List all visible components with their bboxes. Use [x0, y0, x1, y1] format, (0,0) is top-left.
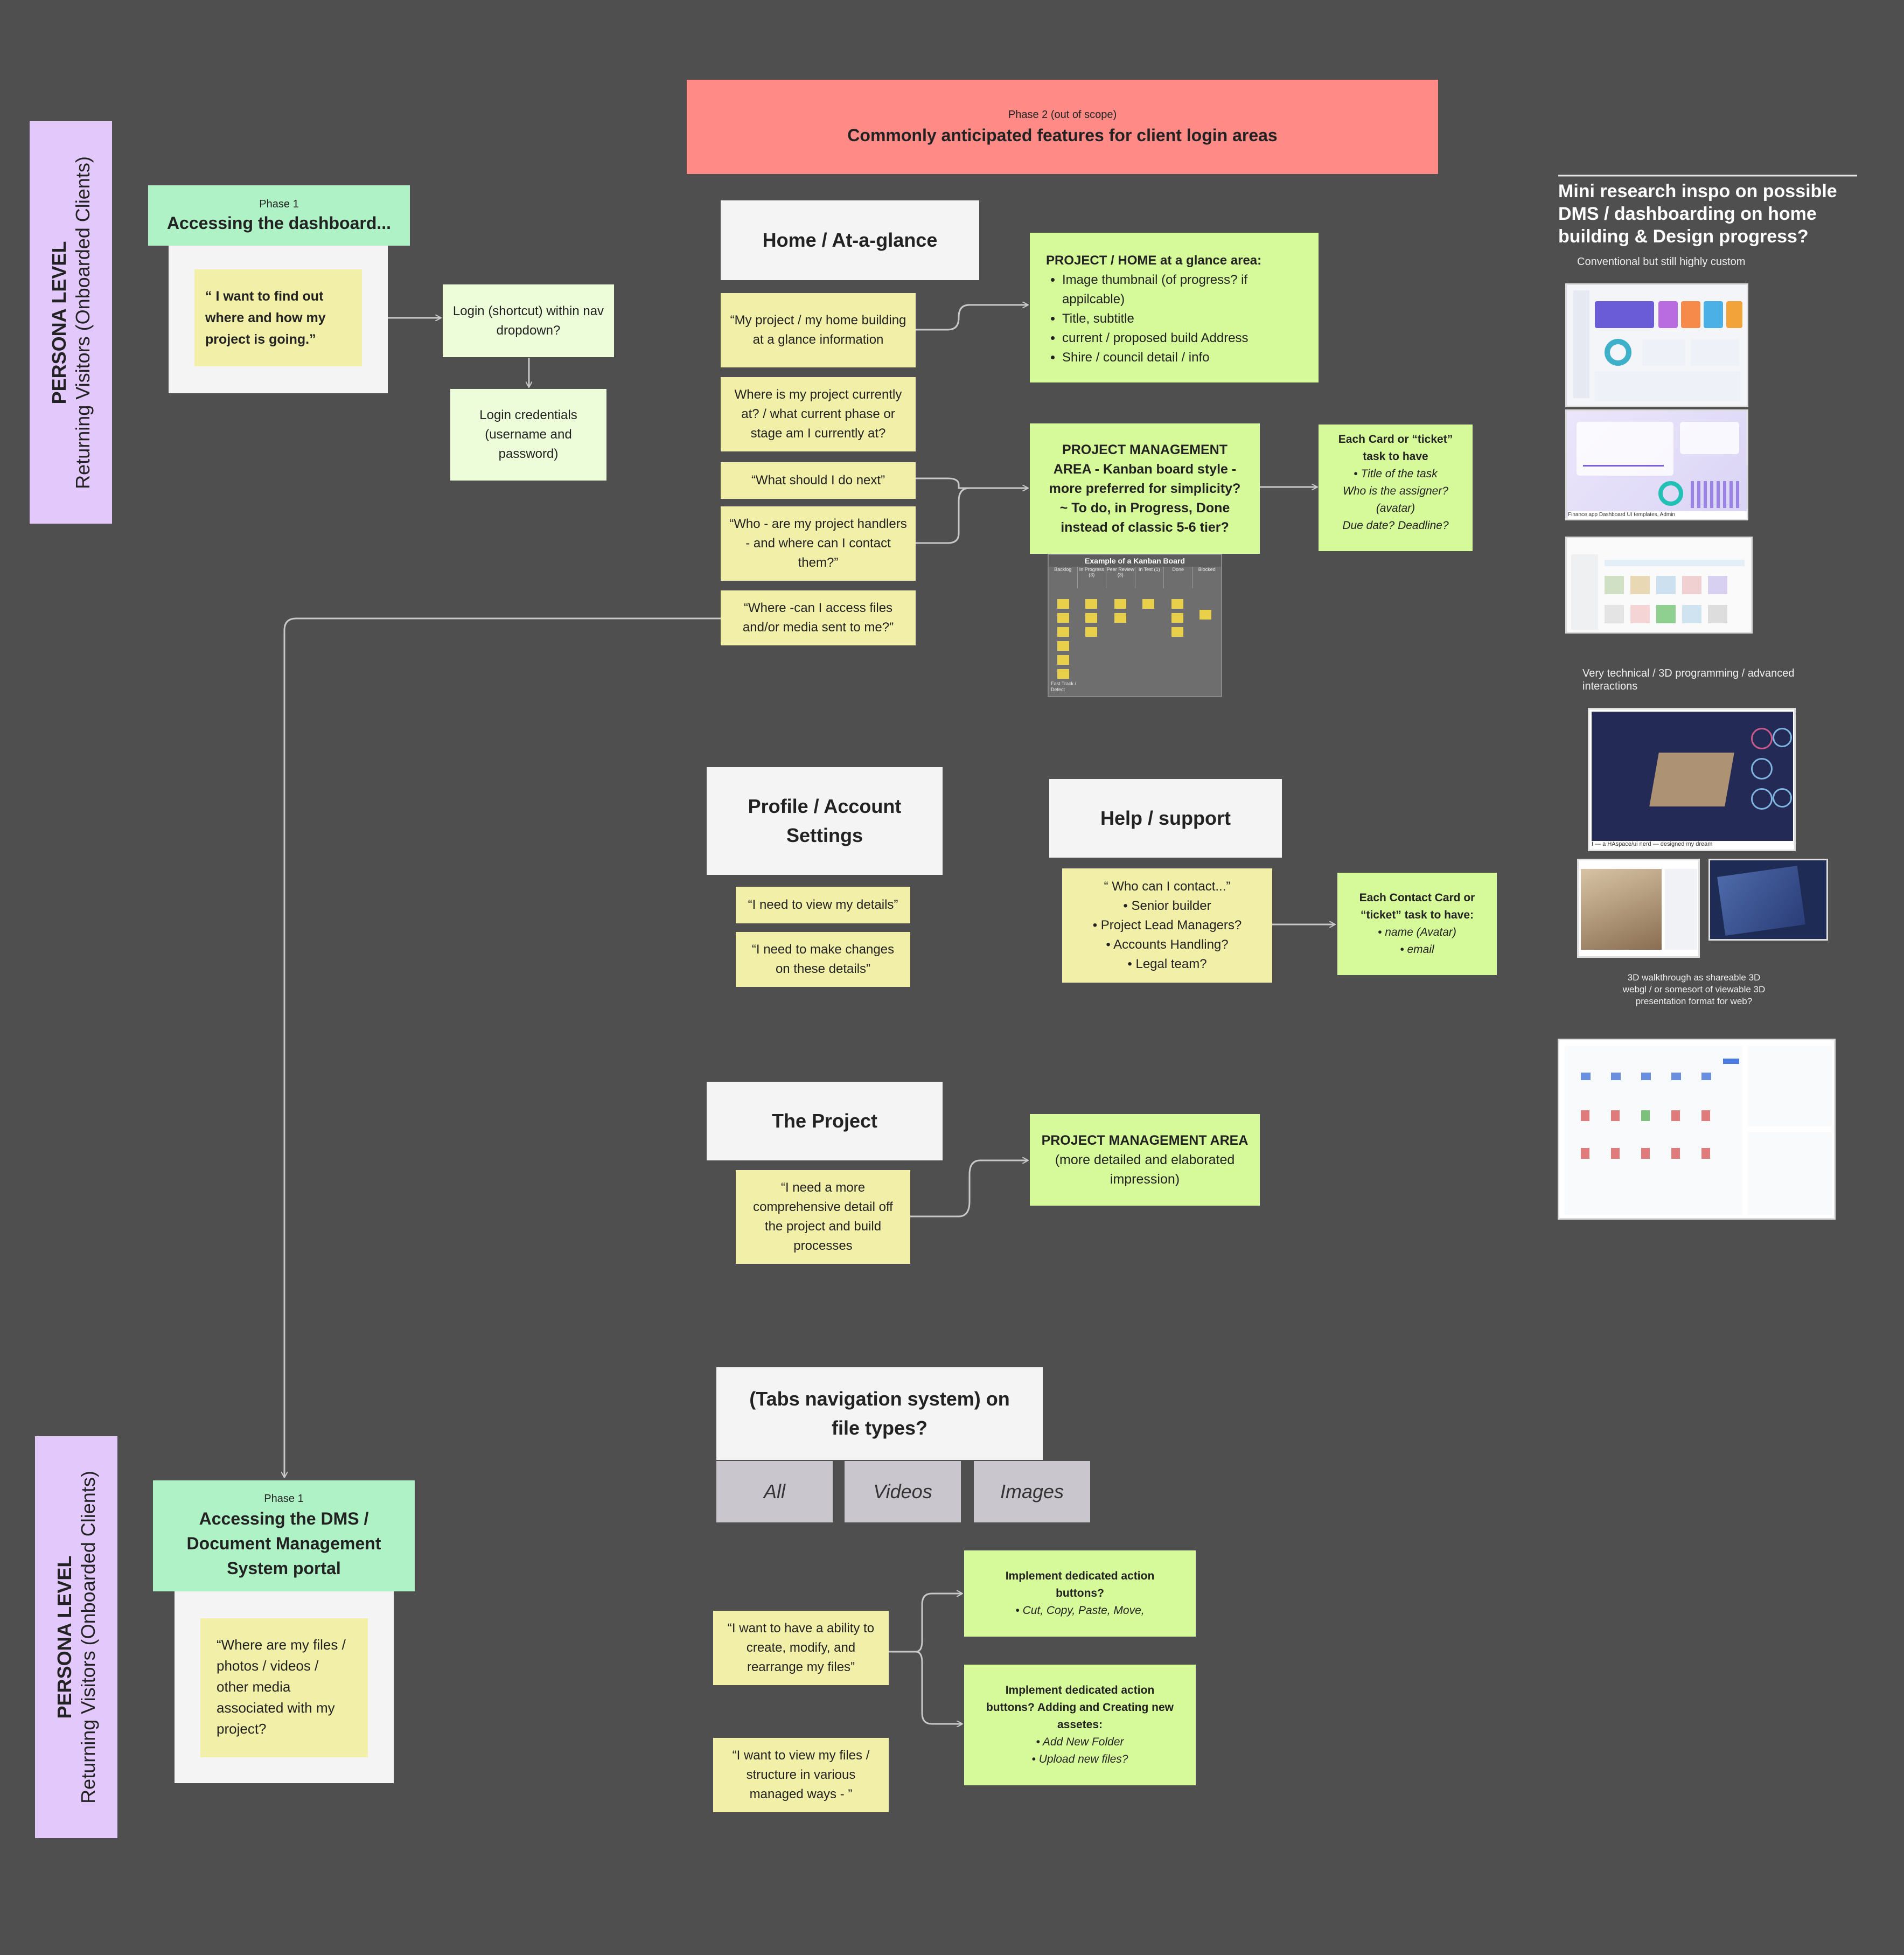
inspo-3d-dashboard-thumb: I — a HAspace/ui nerd — designed my drea… [1588, 708, 1796, 851]
glance-area-list: Image thumbnail (of progress? if appilca… [1046, 270, 1302, 367]
pm-detail-title: PROJECT MANAGEMENT AREA [1041, 1133, 1249, 1148]
inspo-walkthrough-thumb-1 [1577, 859, 1700, 958]
inspo-3d-caption: I — a HAspace/ui nerd — designed my drea… [1592, 841, 1713, 847]
glance-item: Title, subtitle [1062, 309, 1302, 329]
home-note-files: “Where -can I access files and/or media … [721, 590, 916, 645]
ticket-card-item: • Title of the task [1354, 468, 1438, 480]
research-title: Mini research inspo on possible DMS / da… [1558, 181, 1837, 247]
phase1-title: Accessing the DMS / Document Management … [186, 1509, 381, 1578]
pm-detail-sub: (more detailed and elaborated impression… [1055, 1152, 1235, 1187]
pm-kanban-card: PROJECT MANAGEMENT AREA - Kanban board s… [1030, 423, 1260, 554]
files-note-modify: “I want to have a ability to create, mod… [713, 1611, 889, 1685]
login-credentials-note: Login credentials (username and password… [450, 389, 606, 481]
kanban-column-label: Done [1164, 567, 1193, 588]
phase1-kicker: Phase 1 [259, 198, 299, 210]
phase1-title: Accessing the dashboard... [166, 213, 392, 233]
phase1-dms-header: Phase 1 Accessing the DMS / Document Man… [153, 1480, 415, 1591]
glance-area-title: PROJECT / HOME at a glance area: [1046, 253, 1262, 268]
inspo-walkthrough-thumb-2 [1708, 859, 1828, 941]
research-technical-caption: Very technical / 3D programming / advanc… [1582, 667, 1795, 692]
kanban-stickies [1049, 588, 1221, 696]
phase2-kicker: Phase 2 (out of scope) [1008, 108, 1117, 121]
files-note-view: “I want to view my files / structure in … [713, 1738, 889, 1812]
tab-videos[interactable]: Videos [845, 1461, 961, 1522]
action-buttons-item: • Cut, Copy, Paste, Move, [1015, 1604, 1145, 1617]
persona-level-title: PERSONA LEVEL [47, 241, 70, 404]
home-note-phase: Where is my project currently at? / what… [721, 377, 916, 451]
help-item: • Accounts Handling? [1106, 937, 1229, 952]
pm-detail-card: PROJECT MANAGEMENT AREA (more detailed a… [1030, 1114, 1260, 1206]
tab-all[interactable]: All [716, 1461, 833, 1522]
action-buttons-title: Implement dedicated action buttons? [1005, 1570, 1155, 1599]
action-buttons-item: • Add New Folder [1036, 1736, 1124, 1748]
home-note-next: “What should I do next” [721, 462, 916, 499]
ticket-card-title: Each Card or “ticket” task to have [1338, 433, 1453, 463]
tabs-section-header: (Tabs navigation system) on file types? [716, 1367, 1043, 1460]
kanban-column-label: In Test (1) [1135, 567, 1164, 588]
inspo-dashboard-thumb-1 [1565, 283, 1748, 407]
persona-label-bottom: PERSONA LEVEL Returning Visitors (Onboar… [35, 1436, 117, 1838]
glance-item: current / proposed build Address [1062, 329, 1302, 348]
persona-label-top: PERSONA LEVEL Returning Visitors (Onboar… [30, 121, 112, 524]
help-question: “ Who can I contact...” [1104, 879, 1231, 894]
inspo-file-library-thumb [1558, 1039, 1836, 1220]
research-walkthrough-caption: 3D walkthrough as shareable 3D webgl / o… [1622, 972, 1766, 1006]
action-buttons-card-1: Implement dedicated action buttons? • Cu… [964, 1550, 1196, 1637]
dms-quote-note: “Where are my files / photos / videos / … [200, 1618, 368, 1757]
kanban-column-label: Backlog [1049, 567, 1078, 588]
action-buttons-title: Implement dedicated action buttons? Addi… [986, 1684, 1174, 1731]
kanban-example-image: Example of a Kanban Board Backlog In Pro… [1048, 554, 1222, 697]
phase2-title: Commonly anticipated features for client… [847, 125, 1278, 145]
ticket-card-item: Who is the assigner? (avatar) [1342, 485, 1449, 514]
help-section-header: Help / support [1049, 779, 1282, 858]
project-section-header: The Project [707, 1082, 943, 1160]
profile-note-view: “I need to view my details” [736, 887, 910, 923]
persona-description: Returning Visitors (Onboarded Clients) [71, 156, 94, 489]
help-item: • Legal team? [1127, 957, 1207, 971]
contact-card-title: Each Contact Card or “ticket” task to ha… [1359, 892, 1475, 921]
contact-card-item: • email [1400, 943, 1434, 956]
kanban-column-label: Peer Review (3) [1106, 567, 1135, 588]
glance-item: Shire / council detail / info [1062, 348, 1302, 367]
action-buttons-item: • Upload new files? [1031, 1753, 1128, 1765]
research-subtitle: Conventional but still highly custom [1577, 256, 1746, 268]
phase1-kicker: Phase 1 [264, 1493, 304, 1505]
phase2-banner: Phase 2 (out of scope) Commonly anticipa… [687, 80, 1438, 174]
action-buttons-card-2: Implement dedicated action buttons? Addi… [964, 1665, 1196, 1785]
profile-note-change: “I need to make changes on these details… [736, 932, 910, 987]
profile-section-header: Profile / Account Settings [707, 767, 943, 875]
ticket-card-item: Due date? Deadline? [1342, 519, 1449, 532]
kanban-column-label: In Progress (3) [1078, 567, 1106, 588]
dashboard-quote-note: “ I want to find out where and how my pr… [194, 269, 362, 366]
login-shortcut-note: Login (shortcut) within nav dropdown? [443, 284, 614, 357]
contact-card-note: Each Contact Card or “ticket” task to ha… [1337, 873, 1497, 975]
phase1-dashboard-header: Phase 1 Accessing the dashboard... [148, 185, 410, 246]
tab-images[interactable]: Images [974, 1461, 1090, 1522]
inspo-files-thumb [1565, 537, 1753, 634]
home-note-glance: “My project / my home building at a glan… [721, 293, 916, 367]
help-contacts-note: “ Who can I contact...” • Senior builder… [1062, 868, 1272, 983]
persona-description: Returning Visitors (Onboarded Clients) [76, 1471, 99, 1804]
glance-item: Image thumbnail (of progress? if appilca… [1062, 270, 1302, 309]
home-note-handlers: “Who - are my project handlers - and whe… [721, 506, 916, 581]
glance-area-card: PROJECT / HOME at a glance area: Image t… [1030, 233, 1319, 382]
inspo-finance-dashboard-thumb: Finance app Dashboard UI templates, Admi… [1565, 409, 1748, 520]
help-item: • Senior builder [1123, 899, 1211, 913]
project-note-detail: “I need a more comprehensive detail off … [736, 1170, 910, 1264]
persona-level-title: PERSONA LEVEL [53, 1555, 75, 1719]
kanban-column-label: Blocked [1198, 567, 1216, 572]
kanban-title: Example of a Kanban Board [1049, 555, 1221, 567]
contact-card-item: • name (Avatar) [1378, 926, 1456, 938]
kanban-footer: Fast Track / Defect [1051, 681, 1077, 692]
help-item: • Project Lead Managers? [1092, 918, 1242, 933]
ticket-card-note: Each Card or “ticket” task to have • Tit… [1319, 425, 1473, 551]
home-section-header: Home / At-a-glance [721, 200, 979, 280]
inspo-finance-caption: Finance app Dashboard UI templates, Admi… [1568, 511, 1747, 519]
